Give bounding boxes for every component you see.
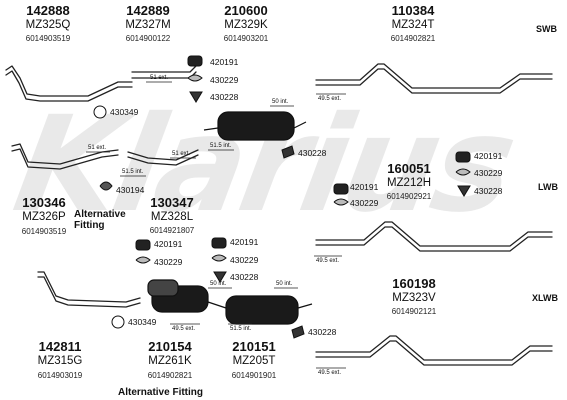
part-oe: 6014902821	[147, 370, 193, 380]
part-label: 142811 MZ315G 6014903019	[20, 340, 100, 380]
fitting-number: 430194	[116, 185, 145, 195]
part-oe: 6014902821	[390, 33, 436, 43]
part-ref: MZ325Q	[25, 19, 71, 31]
dimension-label: 51.5 int.	[122, 169, 144, 175]
dimension-label: 51.5 int.	[230, 326, 252, 332]
part-number: 210154	[148, 339, 192, 354]
part-oe: 6014902921	[386, 191, 432, 201]
front-pipe-bottom	[37, 271, 141, 303]
part-ref: MZ324T	[391, 19, 435, 31]
intermediate-pipe-mid	[127, 149, 199, 161]
rear-silencer-bottom	[225, 295, 299, 325]
rubber-mount-icon	[187, 55, 203, 67]
fitting-number: 430228	[308, 327, 337, 337]
part-label: 160198 MZ323V 6014902121	[374, 277, 454, 316]
dimension-label: 49.5 ext.	[318, 370, 342, 376]
part-number: 130347	[150, 195, 194, 210]
alternative-fitting-note: Alternative Fitting	[118, 387, 204, 398]
front-pipe-top	[5, 65, 133, 97]
fitting-number: 430349	[128, 317, 157, 327]
part-ref: MZ329K	[224, 19, 268, 31]
rear-silencer-top	[217, 111, 295, 141]
part-label: 210151 MZ205T 6014901901	[214, 340, 294, 380]
bracket-icon	[189, 91, 203, 103]
part-label: 142889 MZ327M 6014900122	[108, 4, 188, 43]
part-number: 210151	[232, 339, 276, 354]
middle-pipe-top	[131, 65, 197, 73]
part-ref: MZ205T	[232, 355, 276, 367]
part-number: 130346	[22, 195, 66, 210]
fitting-number: 430228	[298, 148, 327, 158]
dimension-label: 50 int.	[272, 99, 289, 105]
fitting-number: 430229	[230, 255, 259, 265]
part-label: 210154 MZ261K 6014902821	[130, 340, 210, 380]
fitting-number: 430229	[154, 257, 183, 267]
fitting-number: 430349	[110, 107, 139, 117]
fitting-number: 430228	[230, 272, 259, 282]
part-label: 160051 MZ212H 6014902921	[369, 162, 449, 201]
fitting-number: 420191	[230, 237, 259, 247]
part-label: 130346 MZ326P 6014903519	[4, 196, 84, 236]
part-oe: 6014901901	[231, 370, 277, 380]
category-xlwb: XLWB	[532, 293, 558, 303]
alternative-fitting-note: Alternative Fitting	[74, 209, 126, 231]
part-number: 110384	[391, 3, 435, 18]
category-lwb: LWB	[538, 182, 558, 192]
gasket-icon	[93, 105, 107, 119]
fitting-number: 420191	[350, 182, 379, 192]
category-swb: SWB	[536, 24, 557, 34]
dimension-label: 50 int.	[276, 281, 293, 287]
part-ref: MZ315G	[37, 355, 83, 367]
fitting-number: 420191	[210, 57, 239, 67]
part-label: 130347 MZ328L 6014921807	[132, 196, 212, 235]
fitting-number: 430229	[210, 75, 239, 85]
fitting-number: 420191	[474, 151, 503, 161]
tailpipe-swb	[315, 63, 553, 89]
fitting-number: 420191	[154, 239, 183, 249]
part-oe: 6014903201	[223, 33, 269, 43]
fitting-number: 430228	[474, 186, 503, 196]
part-number: 142889	[126, 3, 170, 18]
dimension-label: 51 ext.	[88, 145, 107, 151]
part-label: 210600 MZ329K 6014903201	[206, 4, 286, 43]
part-ref: MZ261K	[148, 355, 192, 367]
tailpipe-xlwb	[315, 335, 553, 361]
part-ref: MZ212H	[386, 177, 432, 189]
dimension-label: 49.5 ext.	[172, 326, 196, 332]
part-oe: 6014902121	[391, 306, 437, 316]
dimension-label: 51 ext.	[172, 151, 191, 157]
dimension-label: 51 ext.	[150, 75, 169, 81]
dimension-label: 50 int.	[210, 281, 227, 287]
part-ref: MZ326P	[22, 211, 66, 223]
part-number: 142888	[26, 3, 70, 18]
part-label: 110384 MZ324T 6014902821	[373, 4, 453, 43]
clamp-icon	[187, 74, 203, 82]
dimension-label: 49.5 ext.	[318, 96, 342, 102]
fitting-number: 430229	[350, 198, 379, 208]
dimension-label: 51.5 int.	[210, 143, 232, 149]
tailpipe-lwb	[315, 221, 553, 247]
part-oe: 6014903519	[25, 33, 71, 43]
dimension-label: 49.5 ext.	[316, 258, 340, 264]
part-ref: MZ327M	[125, 19, 171, 31]
part-label: 142888 MZ325Q 6014903519	[8, 4, 88, 43]
part-number: 142811	[38, 339, 82, 354]
part-number: 210600	[224, 3, 268, 18]
part-oe: 6014900122	[125, 33, 171, 43]
part-ref: MZ328L	[150, 211, 194, 223]
part-number: 160198	[392, 276, 436, 291]
part-oe: 6014903519	[21, 226, 67, 236]
fitting-number: 430229	[474, 168, 503, 178]
part-ref: MZ323V	[392, 292, 436, 304]
fitting-number: 430228	[210, 92, 239, 102]
part-oe: 6014921807	[149, 225, 195, 235]
part-oe: 6014903019	[37, 370, 83, 380]
part-number: 160051	[387, 161, 431, 176]
